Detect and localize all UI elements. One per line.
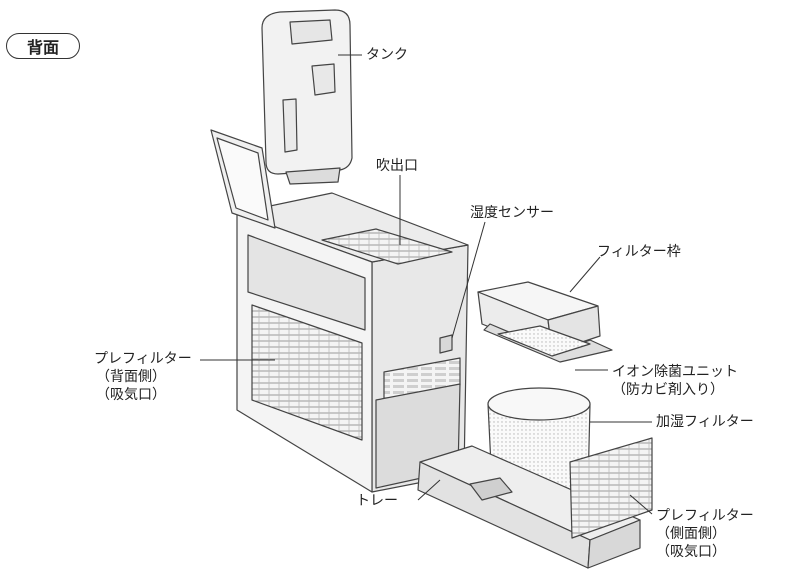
label-prefilter-side: プレフィルター [656, 508, 754, 524]
label-humidity-sensor: 湿度センサー [470, 205, 554, 221]
tank-part [261, 9, 353, 185]
view-badge: 背面 [6, 33, 80, 59]
leader-lines [200, 54, 653, 515]
label-ion-unit-note: （防カビ剤入り） [612, 382, 724, 398]
label-prefilter-back-intake: （吸気口） [96, 387, 166, 403]
label-tray: トレー [356, 493, 398, 509]
label-humidify-filter: 加湿フィルター [656, 414, 754, 430]
label-ion-unit: イオン除菌ユニット [612, 364, 738, 380]
label-prefilter-side-side: （側面側） [656, 526, 726, 542]
prefilter-back-part [251, 304, 363, 441]
prefilter-side-part [569, 437, 653, 539]
label-prefilter-back: プレフィルター [94, 351, 192, 367]
label-tank: タンク [366, 47, 408, 63]
label-outlet: 吹出口 [376, 158, 418, 174]
label-prefilter-side-intake: （吸気口） [656, 544, 726, 560]
filter-frame-part [477, 281, 613, 363]
main-body [210, 129, 469, 493]
label-filter-frame: フィルター枠 [597, 244, 681, 260]
label-prefilter-back-side: （背面側） [96, 369, 166, 385]
